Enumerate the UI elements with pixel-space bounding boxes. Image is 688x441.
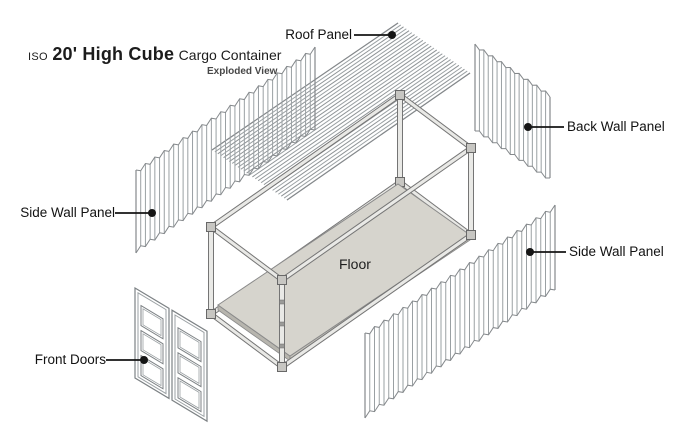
- leader-dot-side-wall-panel-left: [148, 209, 156, 217]
- label-side-wall-panel-left: Side Wall Panel: [20, 205, 115, 220]
- container-frame-drawing: [206, 90, 476, 372]
- title-block: ISO 20' High Cube Cargo Container Explod…: [28, 44, 281, 77]
- label-floor: Floor: [339, 256, 371, 272]
- title-emphasis: 20' High Cube: [52, 44, 175, 64]
- floor-drawing: [217, 183, 471, 362]
- page-title: ISO 20' High Cube Cargo Container: [28, 44, 281, 65]
- label-roof-panel: Roof Panel: [285, 27, 352, 42]
- title-suffix: Cargo Container: [178, 47, 282, 63]
- side-wall-panel-right-drawing: [364, 204, 556, 419]
- side-wall-panel-left-drawing: [135, 46, 316, 254]
- front-doors-drawing: [134, 286, 208, 423]
- leader-dot-front-doors: [140, 356, 148, 364]
- leader-dot-roof-panel: [388, 31, 396, 39]
- title-iso: ISO: [28, 51, 48, 63]
- leader-dot-back-wall-panel: [524, 123, 532, 131]
- label-back-wall-panel: Back Wall Panel: [567, 119, 665, 134]
- roof-panel-drawing: [211, 22, 471, 201]
- title-subtitle: Exploded View: [207, 66, 278, 77]
- back-wall-panel-drawing: [474, 43, 551, 179]
- label-front-doors: Front Doors: [34, 352, 106, 367]
- leader-dot-side-wall-panel-right: [526, 248, 534, 256]
- label-side-wall-panel-right: Side Wall Panel: [569, 244, 664, 259]
- leader-lines: [106, 31, 566, 364]
